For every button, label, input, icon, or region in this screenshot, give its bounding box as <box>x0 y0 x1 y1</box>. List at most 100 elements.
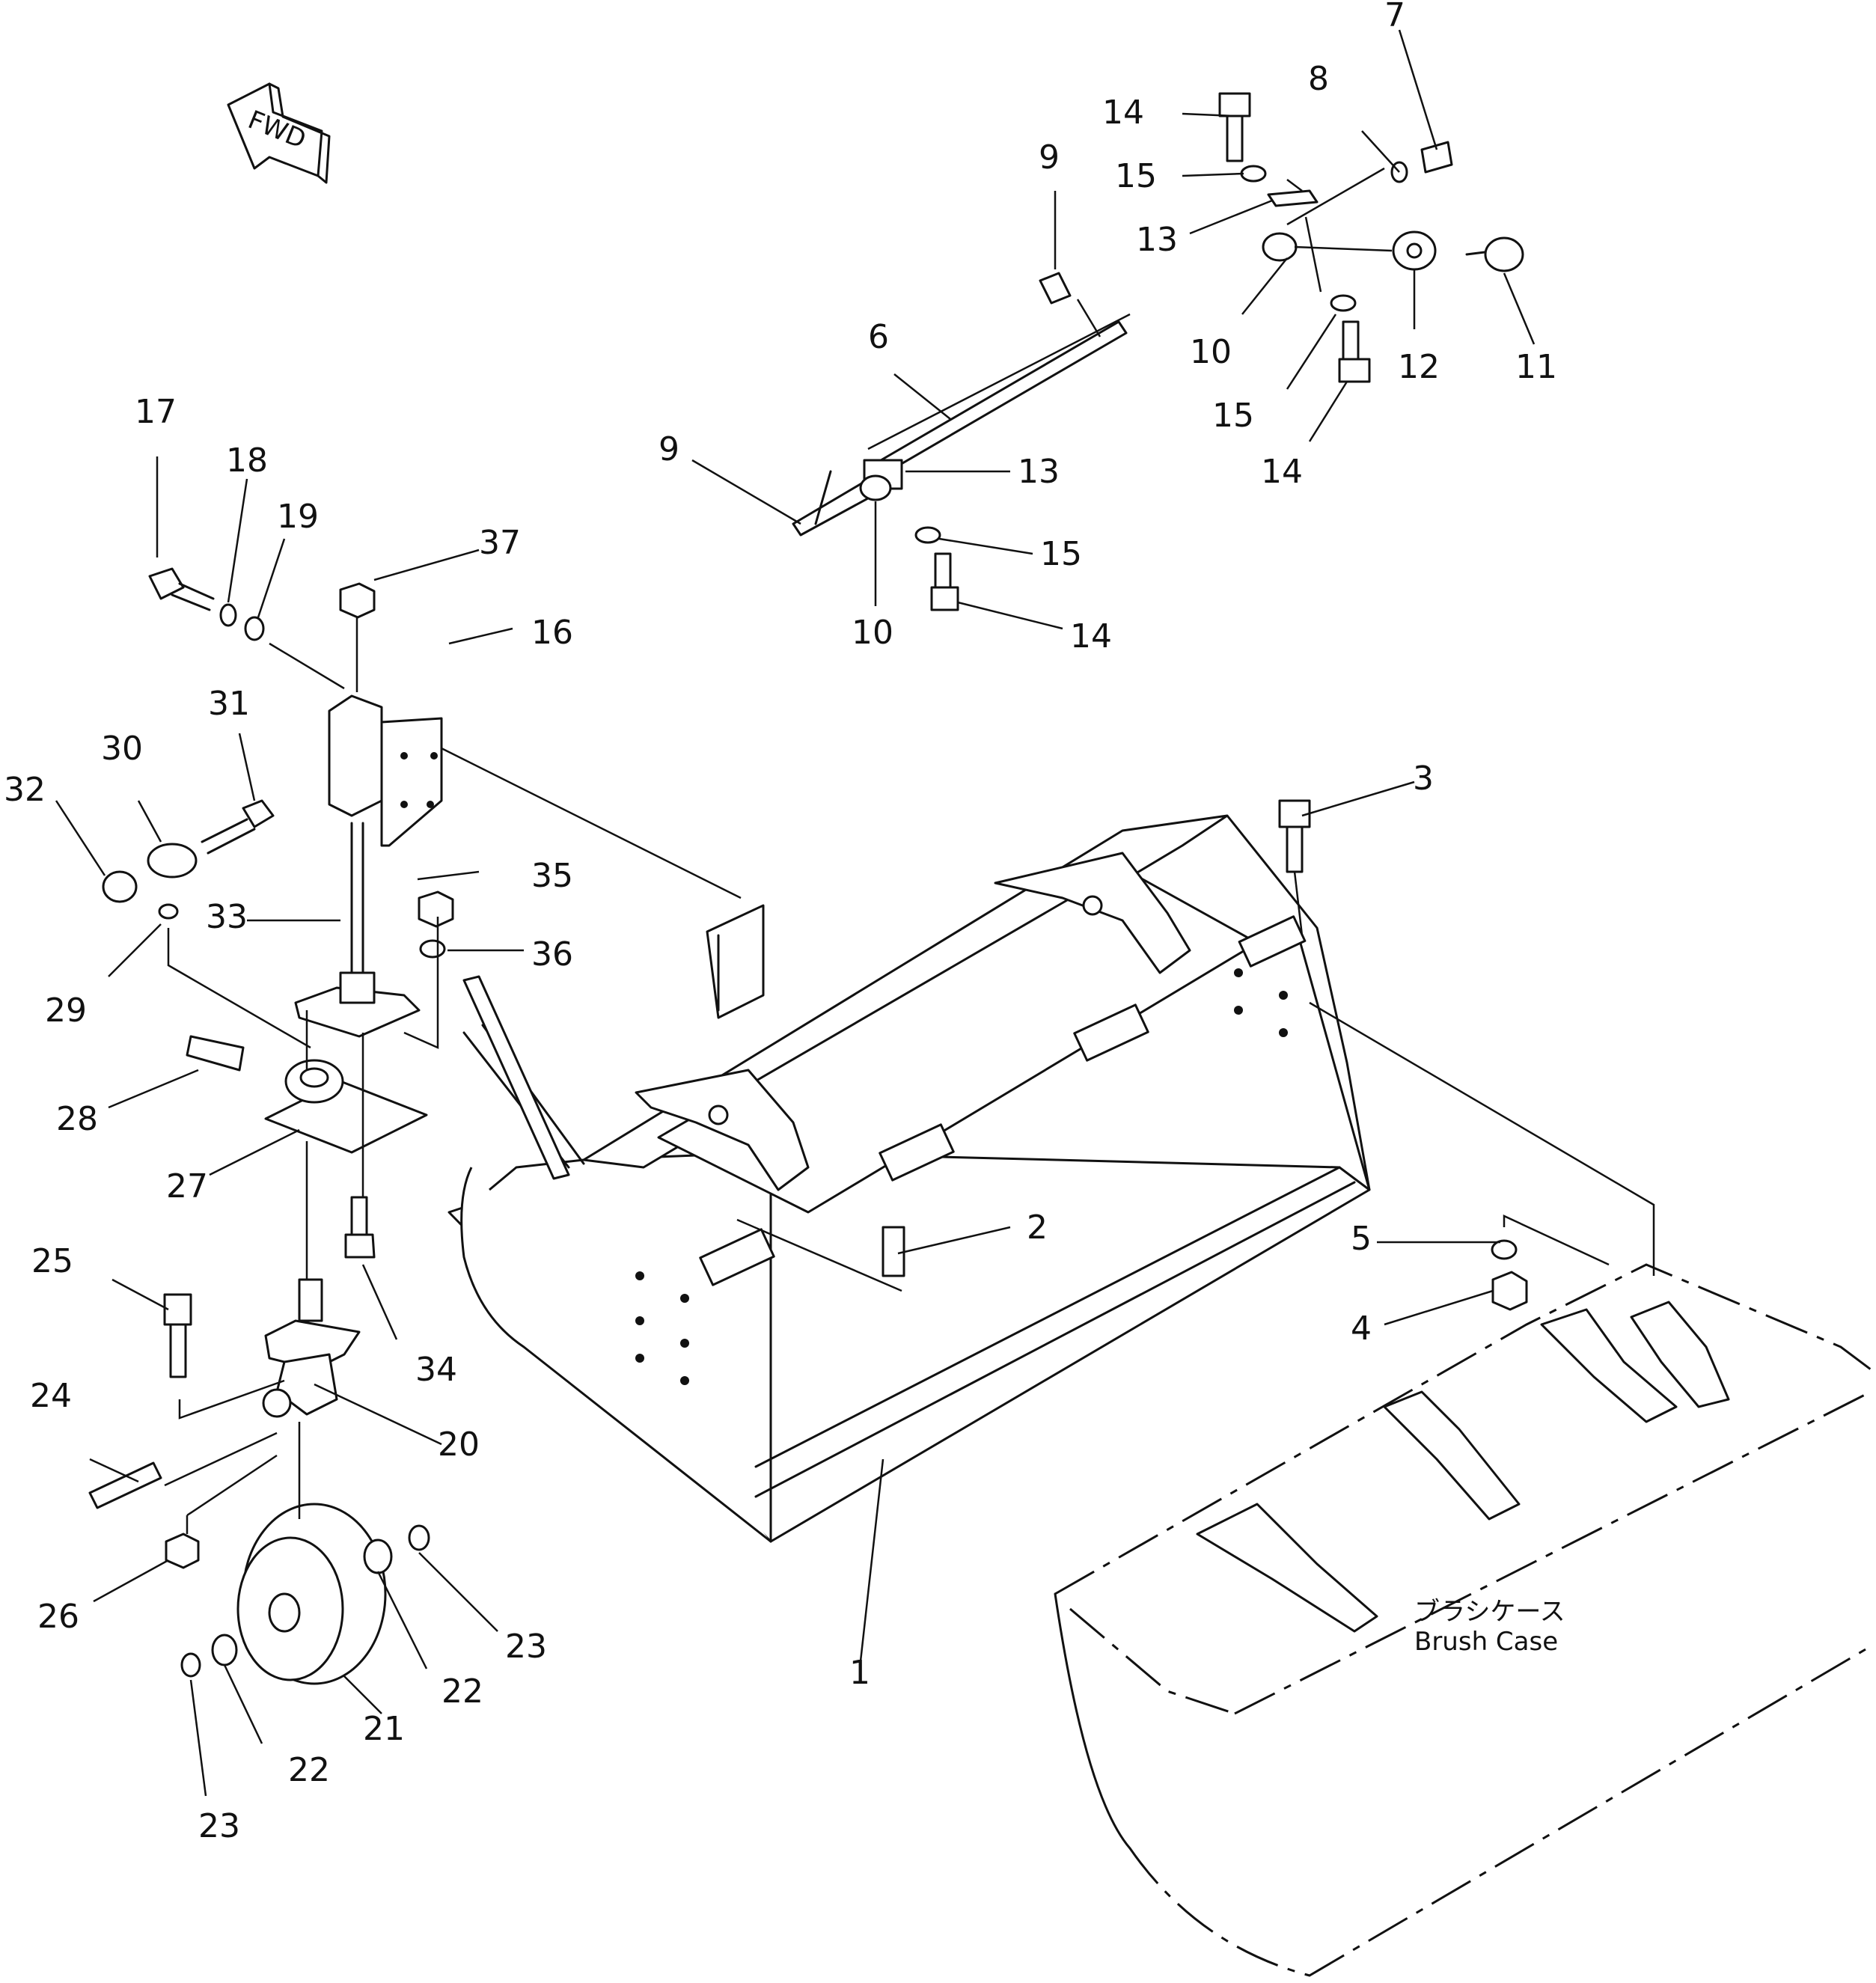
bolt-34 <box>344 1196 376 1259</box>
callout-20: 20 <box>438 1426 480 1464</box>
callout-9-upper: 9 <box>1039 138 1060 177</box>
bracket-16 <box>328 694 443 847</box>
adjusting-screw-33 <box>294 822 421 1038</box>
callout-15-lower: 15 <box>1040 535 1082 573</box>
callout-25: 25 <box>31 1242 73 1280</box>
bolt-14-lower <box>930 552 959 611</box>
callout-31: 31 <box>208 685 250 723</box>
washer-19 <box>244 616 265 641</box>
callout-19: 19 <box>277 498 319 536</box>
bolt-14-top <box>1218 92 1251 162</box>
leader-lines <box>55 29 1655 1797</box>
hinge-plates <box>699 915 1307 1286</box>
callout-15-right: 15 <box>1212 397 1254 435</box>
callout-12: 12 <box>1398 348 1440 386</box>
callout-22-left: 22 <box>288 1751 330 1789</box>
fwd-arrow-icon: FWD <box>227 82 331 184</box>
hinge-bracket-left <box>635 1069 810 1191</box>
callout-16: 16 <box>531 614 573 652</box>
spring-washer-18 <box>219 603 237 627</box>
callout-4: 4 <box>1351 1310 1372 1348</box>
brush-case: ブラシケース Brush Case <box>1054 1263 1872 1977</box>
washer-23-right <box>408 1524 430 1551</box>
stay-arm <box>462 975 570 1180</box>
callout-34: 34 <box>415 1351 457 1389</box>
nipple-9-upper <box>1039 272 1072 305</box>
brush-case-label-ja: ブラシケース <box>1414 1597 1565 1627</box>
callout-30: 30 <box>101 730 143 768</box>
ring-29 <box>158 903 179 920</box>
callout-2: 2 <box>1027 1209 1048 1247</box>
wheel-21 <box>236 1503 387 1685</box>
brush-case-label-en: Brush Case <box>1414 1627 1558 1657</box>
bolt-25 <box>163 1293 192 1378</box>
nut-35 <box>418 890 454 928</box>
fitting-28 <box>186 1035 245 1072</box>
callout-24: 24 <box>30 1377 72 1415</box>
nut-32 <box>102 870 138 903</box>
bearing-22-right <box>363 1539 393 1574</box>
callout-35: 35 <box>531 857 573 895</box>
callout-15-top: 15 <box>1115 157 1157 195</box>
bolt-11 <box>1465 236 1524 272</box>
callout-1: 1 <box>849 1654 870 1692</box>
washer-15-lower <box>914 526 941 544</box>
callout-7: 7 <box>1384 0 1405 34</box>
washer-23-left <box>180 1652 201 1678</box>
collar-30 <box>147 843 198 879</box>
callout-13-upper: 13 <box>1136 221 1178 259</box>
callout-36: 36 <box>531 935 573 974</box>
callout-9-lower: 9 <box>659 430 679 468</box>
callout-10-lower: 10 <box>852 614 893 652</box>
callout-23-right: 23 <box>505 1628 547 1666</box>
washer-15-top <box>1240 165 1267 183</box>
nut-26 <box>165 1533 200 1569</box>
callout-5: 5 <box>1351 1220 1372 1258</box>
mount-bracket-rear <box>706 904 765 1019</box>
washer-5 <box>1491 1239 1518 1260</box>
brush-cover-body <box>447 814 1371 1543</box>
grease-nipple-2 <box>882 1226 905 1277</box>
callout-37: 37 <box>479 524 521 562</box>
nut-12 <box>1392 230 1437 271</box>
callout-22-right: 22 <box>441 1672 483 1711</box>
side-plate-holes <box>635 968 1288 1385</box>
callout-18: 18 <box>226 441 268 480</box>
bolt-14-right <box>1338 320 1371 383</box>
callout-28: 28 <box>56 1100 98 1138</box>
collar-10-upper <box>1262 232 1298 262</box>
bearing-22-left <box>211 1634 238 1666</box>
callout-23-left: 23 <box>198 1807 240 1845</box>
callout-6: 6 <box>868 318 889 356</box>
callout-11: 11 <box>1515 348 1557 386</box>
bolt-17 <box>148 567 215 611</box>
callout-14-top: 14 <box>1102 94 1144 132</box>
caster-20 <box>262 1278 361 1418</box>
callout-33: 33 <box>206 898 248 936</box>
callout-3: 3 <box>1413 760 1434 798</box>
pin-24 <box>88 1461 162 1509</box>
washer-36 <box>419 939 446 959</box>
callout-17: 17 <box>135 393 177 431</box>
bracket-13-upper <box>1267 189 1319 207</box>
callout-8: 8 <box>1308 60 1329 98</box>
hinge-bracket-right <box>994 852 1191 974</box>
callout-10-upper: 10 <box>1190 333 1232 371</box>
callout-32: 32 <box>4 771 46 809</box>
callout-13-lower: 13 <box>1018 453 1060 491</box>
nut-37 <box>339 582 376 619</box>
bolt-3 <box>1278 799 1311 873</box>
callout-29: 29 <box>45 992 87 1030</box>
callout-14-lower: 14 <box>1070 617 1112 656</box>
callout-labels: 1 2 3 4 5 6 7 8 9 9 10 10 11 12 13 13 14… <box>4 0 1557 1845</box>
callout-21: 21 <box>363 1710 405 1748</box>
bolt-31 <box>201 799 275 855</box>
mount-plate-27 <box>264 1059 428 1154</box>
callout-27: 27 <box>166 1167 208 1206</box>
callout-26: 26 <box>37 1598 79 1636</box>
rod-6 <box>792 320 1128 537</box>
washer-15-right <box>1330 294 1357 312</box>
collar-10-lower <box>859 474 892 501</box>
nut-4 <box>1491 1271 1528 1311</box>
